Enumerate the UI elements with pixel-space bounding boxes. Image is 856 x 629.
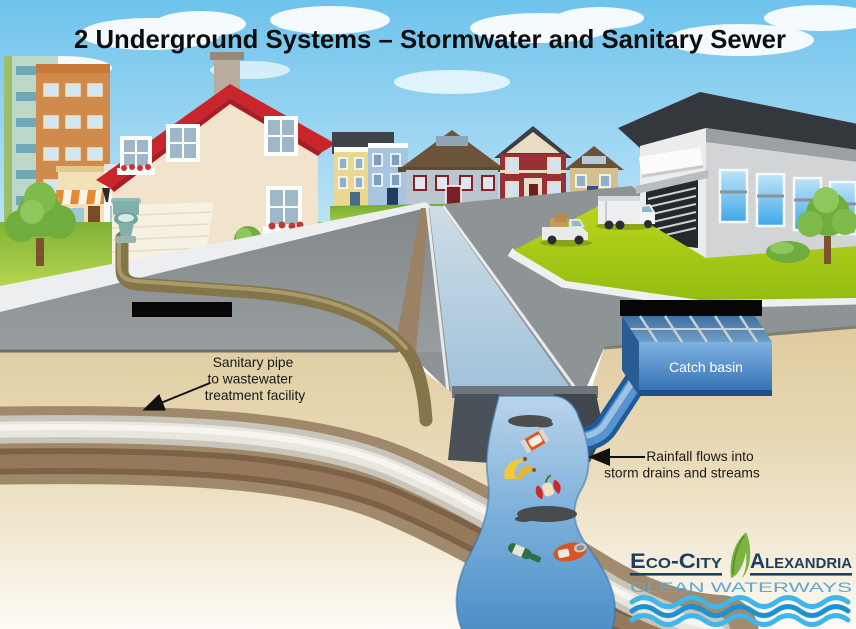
buried-lateral-band [394, 208, 429, 352]
clouds [8, 5, 856, 94]
page-title: 2 Underground Systems – Stormwater and S… [74, 24, 786, 54]
logo-waves-icon [629, 595, 851, 627]
logo-brand-left: Eco-City [630, 550, 722, 573]
annotation-sanitary: Sanitary pipe to wastewater treatment fa… [142, 355, 306, 411]
commercial-lawn [514, 200, 856, 300]
red-roof [96, 84, 336, 188]
bottle-icon [508, 543, 542, 563]
rainfall-label-line1: Rainfall flows into [646, 449, 754, 464]
building-sign [638, 147, 704, 178]
logo-tagline: CLEAN WATERWAYS [630, 580, 852, 595]
house-lateral-pipe [115, 231, 433, 427]
catch-basin-label: Catch basin [669, 359, 743, 375]
house-window [117, 136, 155, 175]
stream-trash [504, 415, 587, 563]
lawn-curb [507, 248, 856, 309]
pickup-truck-icon [540, 213, 592, 247]
house-window [264, 116, 298, 156]
tree-right [797, 187, 856, 264]
catch-basin-front [639, 342, 772, 396]
house-left [96, 52, 336, 268]
curb-inlet-left [132, 302, 232, 317]
crushed-can-icon [553, 542, 587, 562]
logo-brand-right: Alexandria [750, 550, 852, 573]
apple-core-icon [535, 474, 561, 500]
catch-basin: Catch basin [622, 315, 772, 396]
soda-can-icon [520, 428, 550, 454]
sanitary-label-line1: Sanitary pipe [213, 355, 294, 370]
rainfall-label-line2: storm drains and streams [604, 466, 760, 481]
sanitary-arrow [142, 382, 211, 411]
fern-leaf-icon [730, 532, 751, 578]
sanitary-label-line2: to wastewater [207, 372, 293, 387]
toilet-icon [111, 198, 141, 243]
storm-channel [429, 206, 573, 392]
tree-left [5, 182, 76, 266]
house-window [263, 186, 305, 234]
logo: Eco-City Alexandria CLEAN WATERWAYS [629, 532, 852, 627]
box-truck-icon [596, 196, 656, 230]
annotation-rainfall: Rainfall flows into storm drains and str… [588, 448, 760, 481]
oil-slick-icon [508, 415, 577, 522]
banana-peel-icon [504, 456, 536, 481]
left-street [0, 208, 446, 352]
house-bluegray [398, 130, 506, 213]
house-window [166, 124, 200, 162]
sanitary-label-line3: treatment facility [205, 388, 306, 403]
curb-inlet-right [620, 300, 762, 316]
